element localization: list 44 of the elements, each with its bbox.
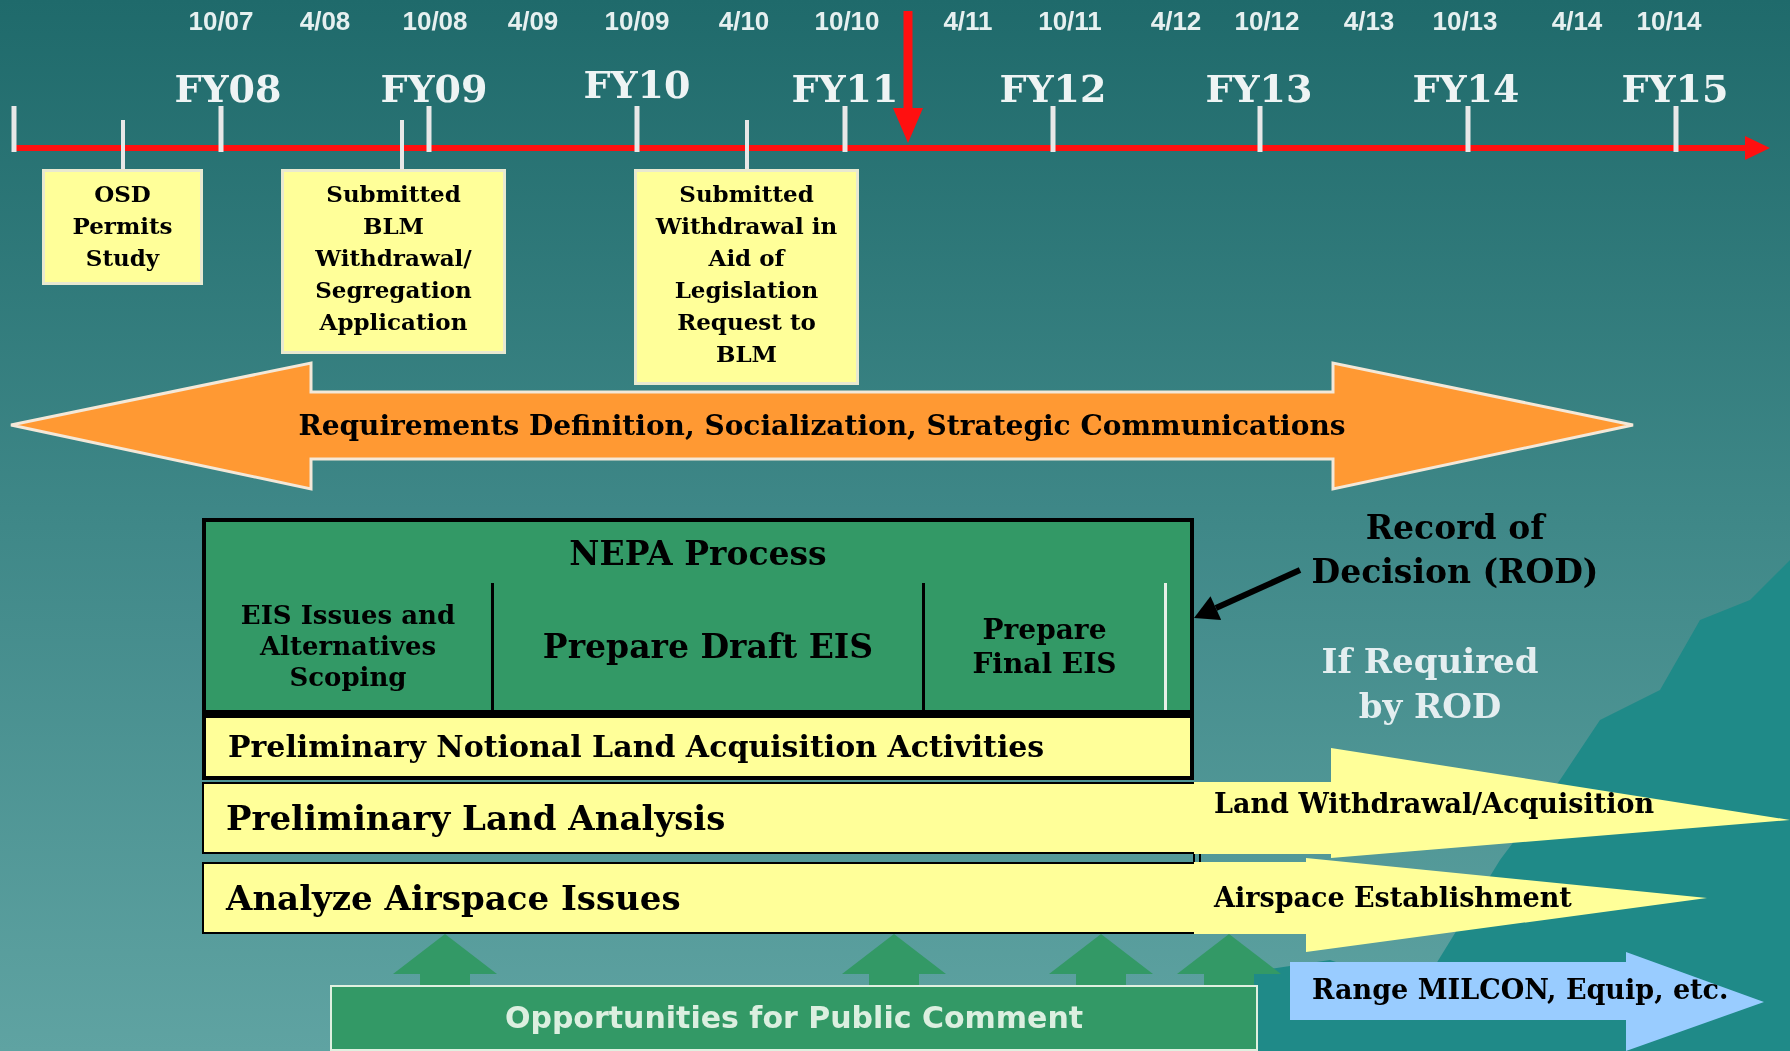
phase-cell: EIS Issues and Alternatives Scoping (202, 583, 491, 710)
date-label: 10/10 (814, 6, 880, 37)
date-label: 4/10 (718, 6, 770, 37)
milestone-box: Submitted Withdrawal in Aid of Legislation Request to BLM (634, 169, 859, 385)
milestone-box: Submitted BLM Withdrawal/ Segregation Application (281, 169, 506, 354)
callout-text: Record of Decision (ROD) (1290, 500, 1620, 600)
date-label: 4/12 (1150, 6, 1202, 37)
date-label: 4/14 (1551, 6, 1603, 37)
fiscal-year-label: FY12 (999, 66, 1107, 111)
date-label: 10/08 (402, 6, 468, 37)
date-label: 10/13 (1432, 6, 1498, 37)
activity-bar: Analyze Airspace Issues (202, 862, 1194, 934)
date-label: 10/12 (1234, 6, 1300, 37)
block-arrow (842, 934, 946, 985)
date-label: 4/13 (1343, 6, 1395, 37)
milestone-box: OSD Permits Study (42, 169, 203, 285)
fiscal-year-label: FY11 (791, 66, 899, 111)
comment-banner: Opportunities for Public Comment (330, 985, 1258, 1051)
date-label: 4/11 (943, 6, 993, 37)
phase-banner: Land Withdrawal/Acquisition (1194, 748, 1790, 858)
block-arrow (393, 934, 497, 985)
fiscal-year-label: FY14 (1412, 66, 1520, 111)
phase-banner: Range MILCON, Equip, etc. (1290, 952, 1764, 1051)
block-arrow (1177, 934, 1281, 985)
date-label: 4/09 (507, 6, 559, 37)
date-label: 10/11 (1038, 6, 1102, 37)
date-label: 10/14 (1636, 6, 1702, 37)
phase-cell: Prepare Final EIS (922, 583, 1164, 710)
date-label: 10/07 (188, 6, 254, 37)
date-label: 10/09 (604, 6, 670, 37)
fiscal-year-label: FY08 (174, 66, 282, 111)
block-arrow (1049, 934, 1153, 985)
process-box: NEPA Process EIS Issues and Alternatives Scoping Prepare Draft EIS Prepare Final EIS (202, 518, 1194, 714)
fiscal-year-label: FY09 (380, 66, 488, 111)
fiscal-year-label: FY10 (583, 62, 691, 107)
activity-bar: Preliminary Notional Land Acquisition Activities (202, 714, 1194, 780)
pointer-arrow (1194, 567, 1302, 620)
activity-bar: Preliminary Land Analysis (202, 782, 1194, 854)
phase-cell: Prepare Draft EIS (491, 583, 922, 710)
fiscal-year-label: FY15 (1621, 66, 1729, 111)
double-arrow-banner: Requirements Definition, Socialization, Strategic Communications (11, 363, 1633, 489)
note-text: If Required by ROD (1320, 640, 1540, 728)
date-label: 4/08 (299, 6, 351, 37)
fiscal-year-label: FY13 (1205, 66, 1313, 111)
